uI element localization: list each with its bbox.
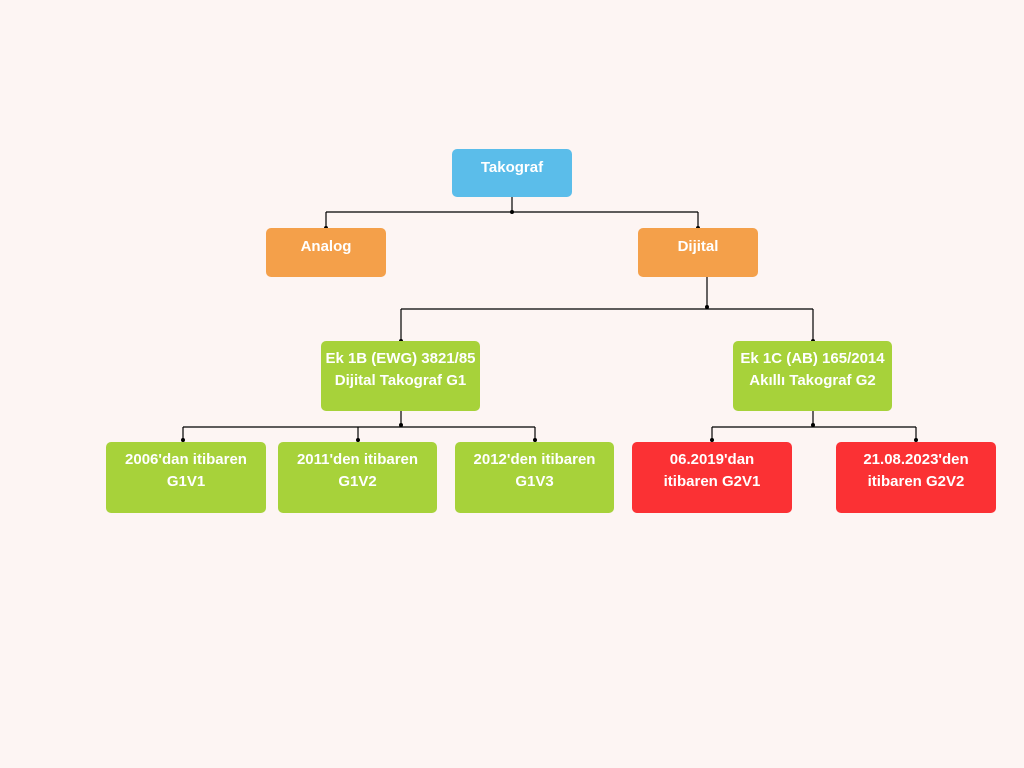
node-g1: Ek 1B (EWG) 3821/85 Dijital Takograf G1	[321, 341, 480, 411]
junction-dot	[705, 305, 709, 309]
junction-dot	[914, 438, 918, 442]
junction-dot	[811, 423, 815, 427]
junction-dot	[356, 438, 360, 442]
node-analog: Analog	[266, 228, 386, 277]
node-label-line2: Dijital Takograf G1	[334, 372, 467, 389]
node-label-line2: Akıllı Takograf G2	[749, 372, 876, 389]
node-g2v2: 21.08.2023'den itibaren G2V2	[836, 442, 996, 513]
node-label-line1: 2011'den itibaren	[296, 451, 419, 468]
node-label: Takograf	[480, 159, 544, 176]
node-dijital: Dijital	[638, 228, 758, 277]
node-label: Dijital	[677, 238, 719, 255]
node-g1v1: 2006'dan itibaren G1V1	[106, 442, 266, 513]
node-g1v3: 2012'den itibaren G1V3	[455, 442, 614, 513]
node-label-line1: 2012'den itibaren	[473, 451, 596, 468]
node-label-line2: G1V1	[166, 473, 206, 490]
node-label-line2: G1V2	[338, 473, 377, 490]
node-g2: Ek 1C (AB) 165/2014 Akıllı Takograf G2	[733, 341, 892, 411]
node-label: Analog	[300, 238, 352, 255]
junction-dot	[181, 438, 185, 442]
node-label-line1: 06.2019'dan	[669, 451, 755, 468]
node-label-line1: Ek 1B (EWG) 3821/85	[325, 350, 476, 367]
node-g1v2: 2011'den itibaren G1V2	[278, 442, 437, 513]
node-takograf: Takograf	[452, 149, 572, 197]
node-label-line2: G1V3	[515, 473, 554, 490]
node-label-line1: 21.08.2023'den	[863, 451, 969, 468]
node-label-line2: itibaren G2V2	[867, 473, 965, 490]
node-label-line1: Ek 1C (AB) 165/2014	[740, 350, 885, 367]
junction-dot	[510, 210, 514, 214]
node-label-line2: itibaren G2V1	[663, 473, 761, 490]
node-label-line1: 2006'dan itibaren	[125, 451, 247, 468]
junction-dot	[399, 423, 403, 427]
junction-dot	[710, 438, 714, 442]
junction-dot	[533, 438, 537, 442]
node-g2v1: 06.2019'dan itibaren G2V1	[632, 442, 792, 513]
